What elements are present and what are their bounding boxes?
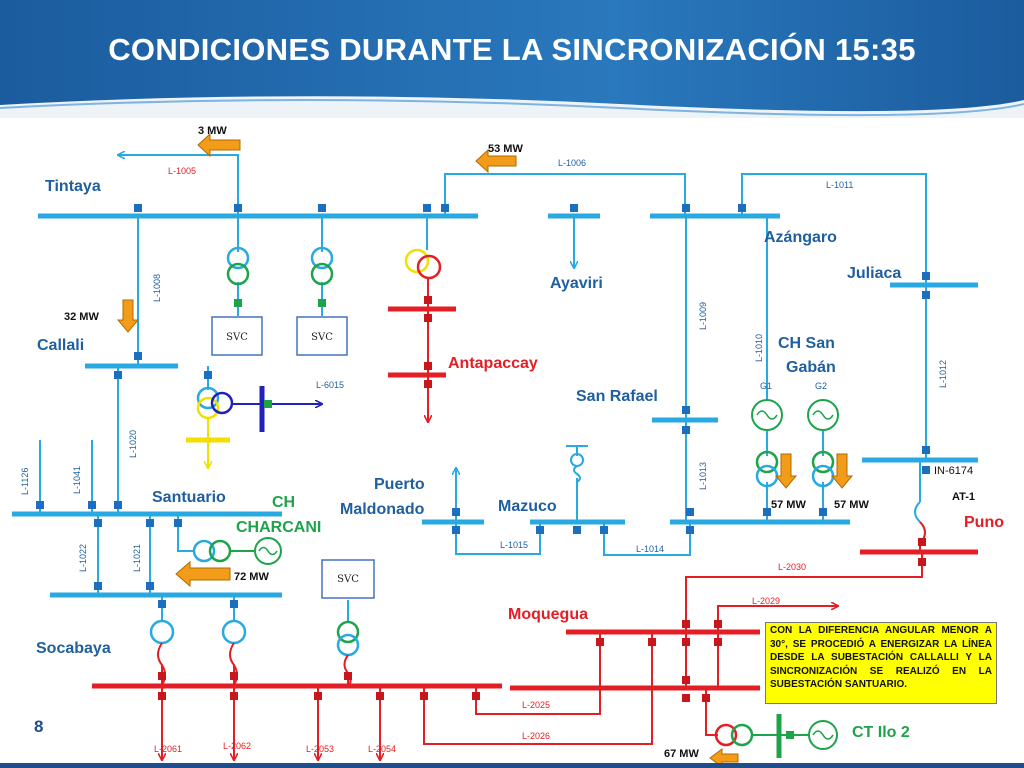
label-ch-charcani-2: CHARCANI bbox=[236, 519, 321, 536]
label-l1005: L-1005 bbox=[168, 166, 196, 176]
flow-arrows bbox=[116, 132, 854, 768]
label-l1021: L-1021 bbox=[132, 544, 142, 572]
label-g2: G2 bbox=[815, 381, 827, 391]
svc-label-1: SVC bbox=[226, 332, 248, 343]
footer-bar bbox=[0, 763, 1024, 768]
flow-g1: 57 MW bbox=[771, 499, 806, 511]
label-tintaya: Tintaya bbox=[45, 178, 101, 195]
label-l2029: L-2029 bbox=[752, 596, 780, 606]
breakers-138kv bbox=[36, 204, 930, 608]
flow-g2: 57 MW bbox=[834, 499, 869, 511]
label-l2053: L-2053 bbox=[306, 744, 334, 754]
label-ch-san-gaban-1: CH San bbox=[778, 335, 835, 352]
label-l1015: L-1015 bbox=[500, 540, 528, 550]
ch-san-gaban-units bbox=[751, 399, 839, 488]
flow-arrow-charcani bbox=[175, 560, 231, 588]
label-antapaccay: Antapaccay bbox=[448, 355, 538, 372]
label-l1126: L-1126 bbox=[20, 468, 30, 495]
ct-ilo2-unit bbox=[714, 714, 838, 758]
label-l1014: L-1014 bbox=[636, 544, 664, 554]
flow-charcani: 72 MW bbox=[234, 571, 269, 583]
line-labels-blue: L-1006 L-1011 L-6015 L-1015 L-1014 G1 G2 bbox=[316, 158, 853, 554]
label-callali: Callali bbox=[37, 337, 84, 354]
line-labels-bold: AT-1 bbox=[952, 491, 975, 503]
network-138kv bbox=[12, 155, 978, 622]
label-l1008: L-1008 bbox=[152, 274, 162, 302]
station-labels: Tintaya Callali Azángaro Juliaca Ayaviri… bbox=[36, 178, 901, 657]
label-l1013: L-1013 bbox=[698, 462, 708, 490]
slide-title: CONDICIONES DURANTE LA SINCRONIZACIÓN 15… bbox=[108, 32, 916, 67]
flow-arrow-callali bbox=[116, 299, 140, 333]
label-l2061: L-2061 bbox=[154, 744, 182, 754]
label-l1012: L-1012 bbox=[938, 360, 948, 388]
label-l2026: L-2026 bbox=[522, 731, 550, 741]
label-puno: Puno bbox=[964, 514, 1004, 531]
label-ch-charcani-1: CH bbox=[272, 494, 295, 511]
breakers-220kv bbox=[158, 296, 926, 702]
flow-tintaya: 3 MW bbox=[198, 125, 227, 137]
label-in6174: IN-6174 bbox=[934, 465, 973, 477]
mazuco-reactor bbox=[566, 445, 588, 483]
line-labels-vertical: L-1008 L-1009 L-1010 L-1012 L-1020 L-112… bbox=[20, 274, 948, 572]
station-labels-red: Antapaccay Puno Moquegua bbox=[448, 355, 1004, 623]
label-l2054: L-2054 bbox=[368, 744, 396, 754]
flow-azangaro: 53 MW bbox=[488, 143, 523, 155]
label-l2030: L-2030 bbox=[778, 562, 806, 572]
network-220kv bbox=[92, 278, 978, 760]
label-azangaro: Azángaro bbox=[764, 229, 837, 246]
transformers-socabaya bbox=[149, 619, 360, 688]
line-labels-black: IN-6174 bbox=[934, 465, 973, 477]
flow-callali: 32 MW bbox=[64, 311, 99, 323]
ch-charcani-unit bbox=[192, 537, 282, 565]
label-l2062: L-2062 bbox=[223, 741, 251, 751]
flow-ilo2: 67 MW bbox=[664, 748, 699, 760]
svc-label-2: SVC bbox=[311, 332, 333, 343]
flow-arrow-g1 bbox=[774, 453, 798, 489]
label-l2025: L-2025 bbox=[522, 700, 550, 710]
flow-values: 3 MW 53 MW 32 MW 72 MW 57 MW 57 MW 67 MW bbox=[64, 125, 869, 760]
flow-arrow-g2 bbox=[830, 453, 854, 489]
label-l1020: L-1020 bbox=[128, 430, 138, 458]
page-number: 8 bbox=[34, 717, 44, 736]
line-labels-red: L-1005 L-2030 L-2029 L-2025 L-2026 L-206… bbox=[154, 166, 806, 754]
label-l6015: L-6015 bbox=[316, 380, 344, 390]
note-box: CON LA DIFERENCIA ANGULAR MENOR A 30°, S… bbox=[765, 622, 997, 704]
label-juliaca: Juliaca bbox=[847, 265, 901, 282]
flow-arrow-tintaya bbox=[197, 132, 241, 158]
header-band bbox=[0, 0, 1024, 118]
label-l1006: L-1006 bbox=[558, 158, 586, 168]
label-ayaviri: Ayaviri bbox=[550, 275, 603, 292]
label-socabaya: Socabaya bbox=[36, 640, 111, 657]
breakers-green bbox=[234, 299, 794, 739]
label-moquegua: Moquegua bbox=[508, 606, 588, 623]
station-labels-green: CH CHARCANI CT Ilo 2 bbox=[236, 494, 910, 741]
label-santuario: Santuario bbox=[152, 489, 226, 506]
label-l1011: L-1011 bbox=[826, 180, 853, 190]
svc-transformers bbox=[226, 246, 334, 286]
label-puerto-maldonado-2: Maldonado bbox=[340, 501, 425, 518]
label-san-rafael: San Rafael bbox=[576, 388, 658, 405]
label-mazuco: Mazuco bbox=[498, 498, 557, 515]
transformer-at1 bbox=[914, 501, 926, 545]
svc-label-3: SVC bbox=[337, 574, 359, 585]
label-puerto-maldonado-1: Puerto bbox=[374, 476, 425, 493]
label-g1: G1 bbox=[760, 381, 772, 391]
label-ct-ilo2: CT Ilo 2 bbox=[852, 724, 910, 741]
label-l1041: L-1041 bbox=[72, 466, 82, 494]
label-l1022: L-1022 bbox=[78, 544, 88, 572]
flow-arrow-ilo2 bbox=[709, 748, 739, 768]
label-l1009: L-1009 bbox=[698, 302, 708, 330]
flow-arrow-azangaro bbox=[475, 148, 517, 174]
label-at1: AT-1 bbox=[952, 491, 975, 503]
transformer-callali bbox=[186, 386, 322, 468]
svc-boxes: SVC SVC SVC bbox=[211, 316, 375, 599]
transformer-antapaccay-yellow bbox=[404, 248, 430, 274]
label-ch-san-gaban-2: Gabán bbox=[786, 359, 836, 376]
label-l1010: L-1010 bbox=[754, 334, 764, 362]
